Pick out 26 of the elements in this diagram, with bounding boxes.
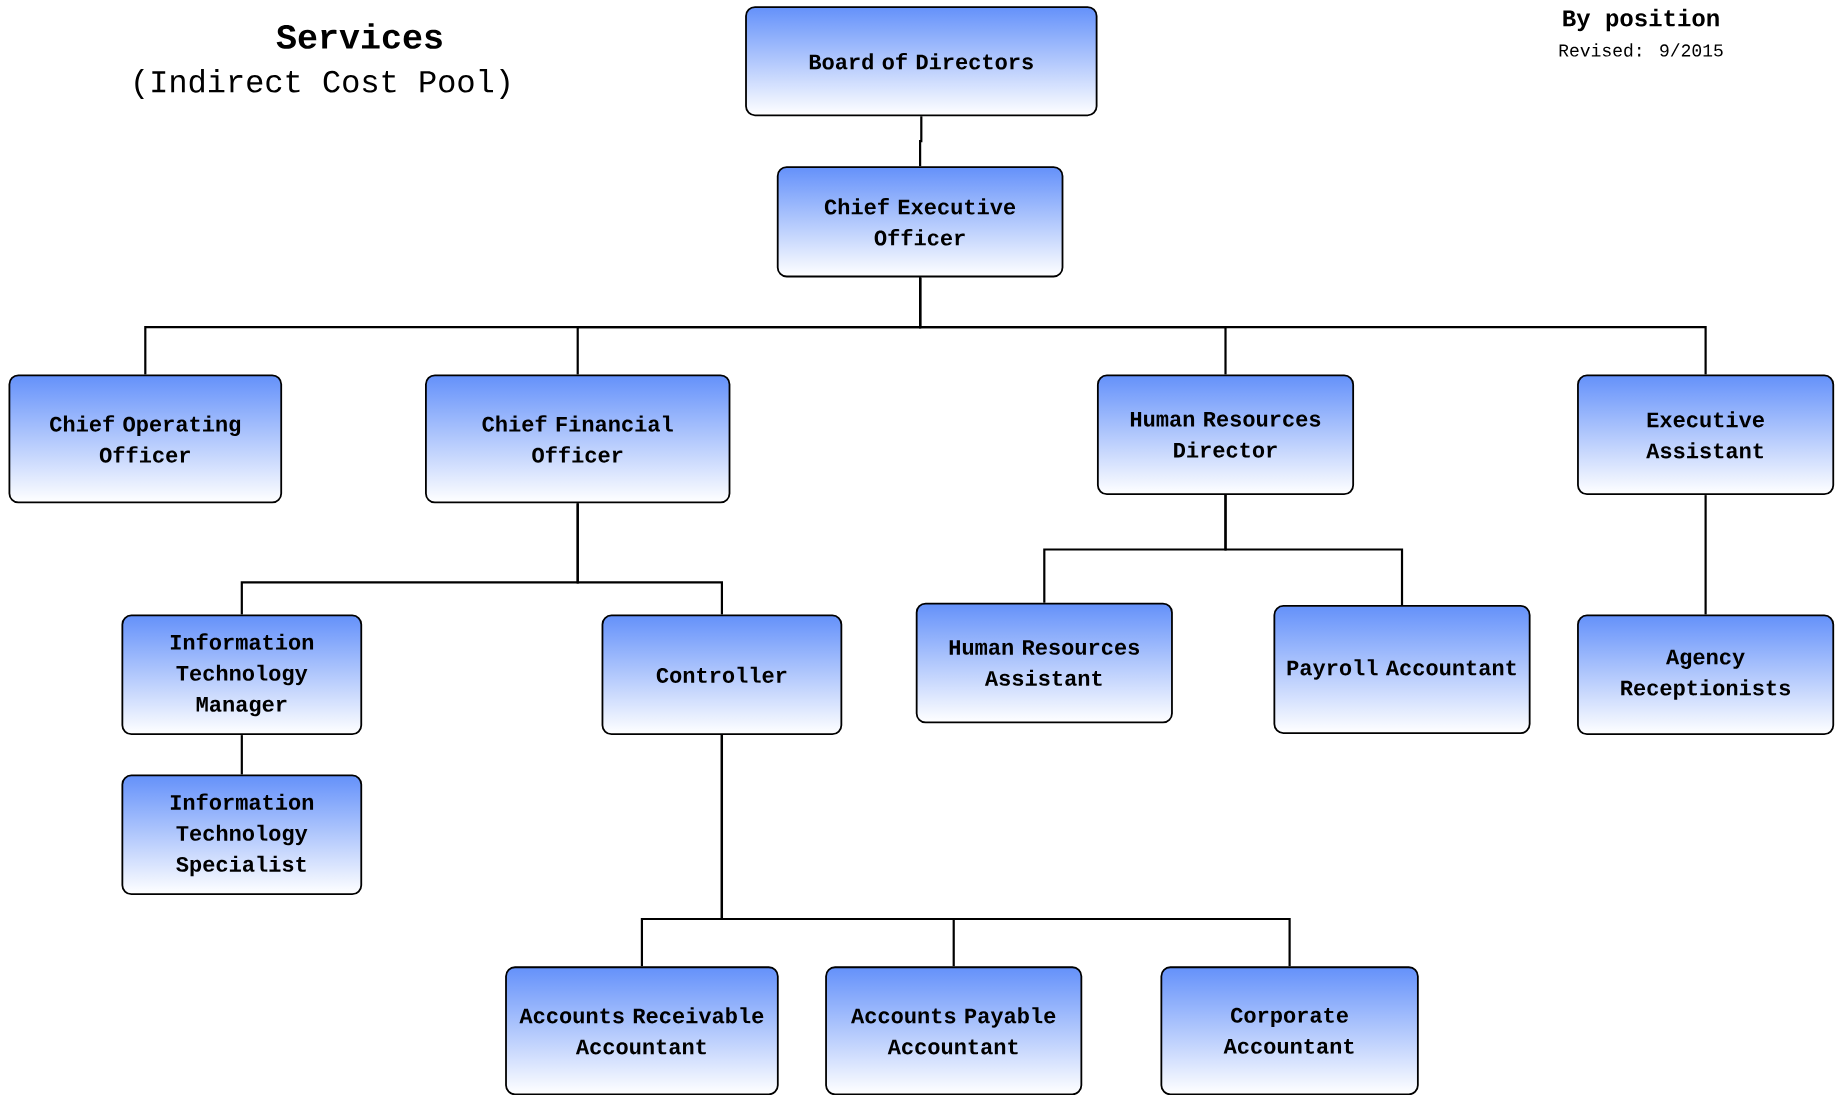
- position-box: Payroll Accountant: [1273, 605, 1531, 734]
- connector-line: [919, 277, 1707, 375]
- connector-line: [1704, 495, 1707, 615]
- title: Services: [276, 23, 442, 49]
- connector-line: [919, 116, 923, 167]
- position-box: Corporate Accountant: [1160, 966, 1419, 1095]
- connector-line: [1224, 495, 1404, 606]
- position-box: Information Technology Specialist: [121, 774, 363, 896]
- heading: By position: [1563, 8, 1719, 32]
- subtitle: (Indirect Cost Pool): [135, 69, 509, 99]
- position-box: Chief Operating Officer: [8, 374, 283, 504]
- position-box: Agency Receptionists: [1577, 614, 1835, 736]
- position-box: Executive Assistant: [1577, 374, 1835, 496]
- connector-line: [576, 503, 723, 615]
- position-box: Controller: [601, 614, 843, 736]
- position-box: Chief Executive Officer: [776, 166, 1064, 278]
- connector-line: [720, 735, 1291, 967]
- position-box: Information Technology Manager: [121, 614, 363, 736]
- connector-line: [240, 735, 243, 775]
- position-box: Human Resources Director: [1096, 374, 1355, 496]
- revision-note: Revised: 9/2015: [1559, 43, 1723, 57]
- position-box: Human Resources Assistant: [915, 602, 1173, 724]
- position-box: Accounts Payable Accountant: [825, 966, 1083, 1095]
- position-box: Accounts Receivable Accountant: [505, 966, 779, 1095]
- position-box: Chief Financial Officer: [425, 374, 731, 504]
- position-box: Board of Directors: [745, 6, 1098, 117]
